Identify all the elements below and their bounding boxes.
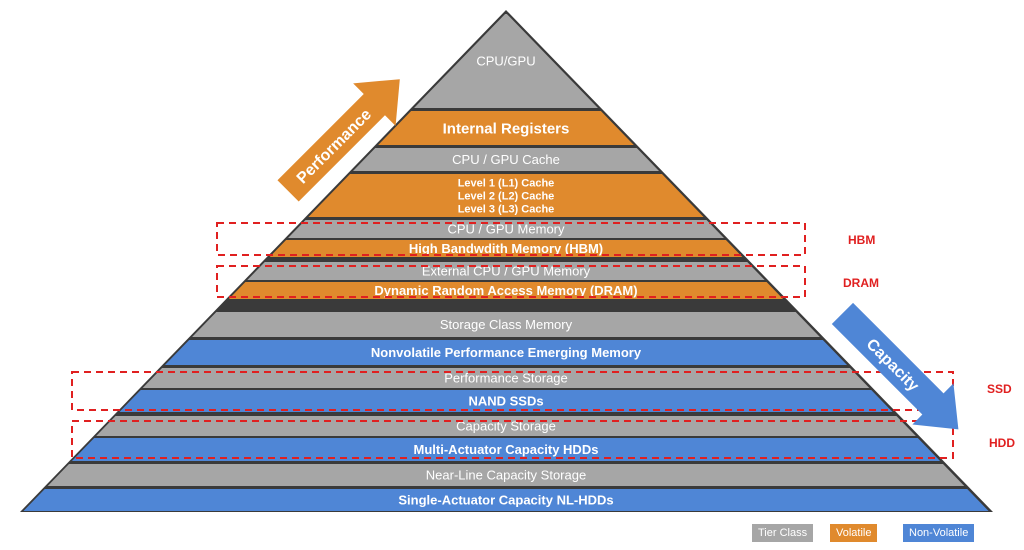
legend-non-volatile: Non-Volatile — [903, 524, 975, 542]
layer-band-cpu-gpu-cache — [352, 148, 660, 171]
legend-volatile: Volatile — [830, 524, 878, 542]
layer-label-internal-registers: Internal Registers — [443, 120, 570, 137]
layer-label-multi-actuator-capacity-hdds: Multi-Actuator Capacity HDDs — [414, 442, 599, 457]
layer-label-cpu-gpu-memory: CPU / GPU Memory — [447, 222, 565, 237]
layer-band-level-1-l1-cache — [308, 174, 704, 217]
layer-label-performance-storage: Performance Storage — [444, 371, 568, 386]
highlight-label-hdd: HDD — [989, 436, 1015, 450]
layer-band-high-bandwdith-memory-hbm — [269, 240, 743, 257]
layer-label-capacity-storage: Capacity Storage — [456, 419, 556, 434]
layer-label-storage-class-memory: Storage Class Memory — [440, 317, 573, 332]
layer-label-nonvolatile-performance-emerging-memory: Nonvolatile Performance Emerging Memory — [371, 345, 642, 360]
layer-band-dynamic-random-access-memory-dram — [228, 282, 784, 299]
layer-label-dynamic-random-access-memory-dram: Dynamic Random Access Memory (DRAM) — [374, 283, 637, 298]
layer-label-cpu-gpu: CPU/GPU — [476, 54, 535, 69]
layer-band-near-line-capacity-storage — [47, 464, 965, 486]
layer-band-cpu-gpu — [414, 14, 598, 108]
highlight-box-hdd — [71, 420, 954, 459]
layer-band-cpu-gpu-memory — [288, 220, 724, 238]
capacity-arrow-shape — [831, 302, 959, 430]
layer-band-nand-ssds — [119, 390, 893, 412]
highlight-label-hbm: HBM — [848, 233, 875, 247]
layer-label-near-line-capacity-storage: Near-Line Capacity Storage — [426, 468, 586, 483]
layer-band-multi-actuator-capacity-hdds — [71, 438, 941, 461]
layer-band-single-actuator-capacity-nl-hdds — [23, 489, 989, 511]
legend-tier-class: Tier Class — [752, 524, 814, 542]
layer-label-nand-ssds: NAND SSDs — [468, 394, 543, 409]
highlight-label-dram: DRAM — [843, 276, 879, 290]
layer-label-single-actuator-capacity-nl-hdds: Single-Actuator Capacity NL-HDDs — [398, 493, 613, 508]
layer-label-level-1-l1-cache: Level 1 (L1) Cache — [458, 178, 555, 190]
highlight-box-dram — [216, 265, 806, 298]
layer-label-external-cpu-gpu-memory: External CPU / GPU Memory — [422, 264, 591, 279]
layer-band-internal-registers — [378, 111, 634, 145]
performance-arrow-shape — [277, 79, 400, 202]
highlight-label-ssd: SSD — [987, 382, 1012, 396]
layer-label-level-2-l2-cache: Level 2 (L2) Cache — [458, 191, 555, 203]
layer-band-storage-class-memory — [192, 312, 820, 337]
layer-label-cpu-gpu-cache: CPU / GPU Cache — [452, 152, 560, 167]
layer-label-high-bandwdith-memory-hbm: High Bandwdith Memory (HBM) — [409, 241, 603, 256]
layer-label-level-3-l3-cache: Level 3 (L3) Cache — [458, 204, 555, 216]
highlight-box-hbm — [216, 222, 806, 256]
layer-band-nonvolatile-performance-emerging-memory — [164, 340, 848, 365]
